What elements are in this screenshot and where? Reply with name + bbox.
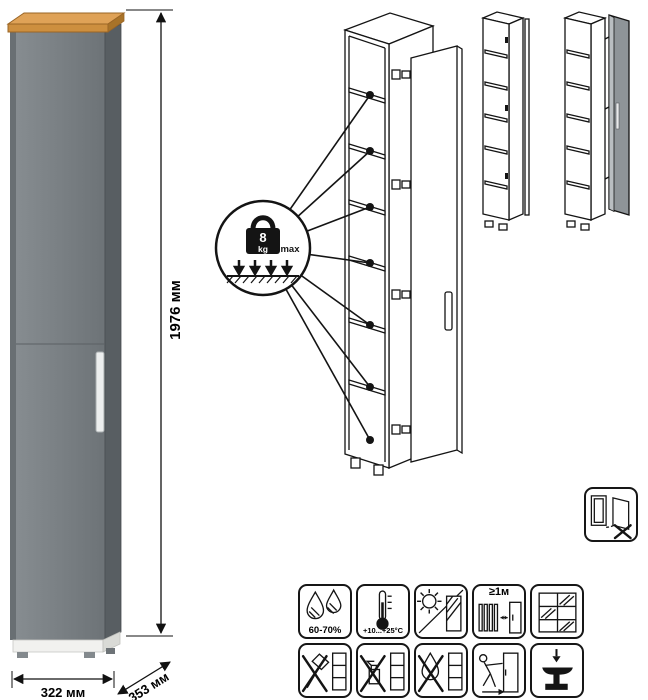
door-handle	[95, 351, 105, 433]
cabinet-variants	[480, 11, 630, 231]
anvil-shape	[542, 667, 573, 690]
foot	[84, 652, 95, 658]
foot	[17, 652, 28, 658]
cabinet-side-panel	[104, 23, 122, 641]
heat-distance-icon-box: ≥1м	[472, 584, 526, 639]
heat-source-distance-icon	[478, 601, 522, 634]
shelf-load-diagram: 8 kg max	[214, 12, 463, 476]
width-label: 322 мм	[41, 685, 86, 700]
no-heavy-load-icon	[542, 649, 573, 690]
hinges	[391, 69, 411, 435]
foot	[106, 648, 115, 654]
door-warning-icon-box	[584, 487, 638, 542]
humidity-drops-icon	[306, 588, 342, 620]
load-value: 8	[259, 230, 266, 245]
load-arrows	[232, 260, 294, 277]
temperature-icon-box: +10...+25°C	[356, 584, 410, 639]
no-sharp-tools-icon-box	[298, 643, 352, 698]
no-heavy-load-icon-box	[530, 643, 584, 698]
cabinet-render: 1976 мм 322 мм 353 мм	[6, 9, 184, 700]
temperature-label: +10...+25°C	[362, 626, 404, 635]
cabinet-left-edge	[10, 32, 16, 640]
width-dimension: 322 мм	[11, 671, 115, 700]
humidity-label: 60-70%	[308, 625, 342, 636]
variant-door	[604, 14, 630, 216]
sun-rays	[417, 589, 442, 614]
open-door-drawing	[410, 45, 463, 463]
height-label: 1976 мм	[167, 280, 184, 340]
sunlight-icon-box	[414, 584, 468, 639]
wood-top-trim	[6, 12, 126, 33]
move-carefully-icon	[478, 652, 519, 695]
hatch-cells	[540, 594, 575, 632]
cabinet-body	[6, 12, 126, 658]
hinge-marks	[505, 37, 508, 179]
panel-grid-icon-box	[530, 584, 584, 639]
no-sharp-tools-icon	[301, 652, 347, 693]
no-abrasive-cleaners-icon	[359, 652, 405, 693]
cabinet-variant-left	[480, 11, 530, 231]
humidity-icon-box: 60-70%	[298, 584, 352, 639]
variant-door-handle	[615, 102, 620, 130]
door-installation-warning-icon	[590, 495, 632, 540]
cabinet-door-front	[10, 32, 105, 640]
no-water-icon-box	[414, 643, 468, 698]
shelf-load-points	[366, 91, 374, 444]
plinth	[12, 631, 121, 658]
move-carefully-icon-box	[472, 643, 526, 698]
no-direct-sunlight-icon	[417, 589, 464, 634]
load-unit: kg	[258, 244, 268, 254]
no-abrasive-cleaners-icon-box	[356, 643, 410, 698]
thermometer-icon	[376, 590, 392, 630]
load-max-label: max	[280, 244, 300, 255]
ground-hatch	[226, 275, 299, 284]
depth-dimension: 353 мм	[117, 661, 171, 700]
load-limit-badge: 8 kg max	[214, 199, 312, 297]
radiator	[478, 603, 499, 632]
panel-grid-icon	[538, 592, 577, 633]
no-excess-water-icon	[417, 651, 463, 693]
distance-label: ≥1м	[488, 586, 510, 598]
cabinet-variant-right	[562, 11, 630, 231]
height-dimension: 1976 мм	[126, 9, 184, 637]
door-handle-drawing	[444, 291, 453, 331]
weight-icon: 8 kg	[246, 215, 280, 254]
